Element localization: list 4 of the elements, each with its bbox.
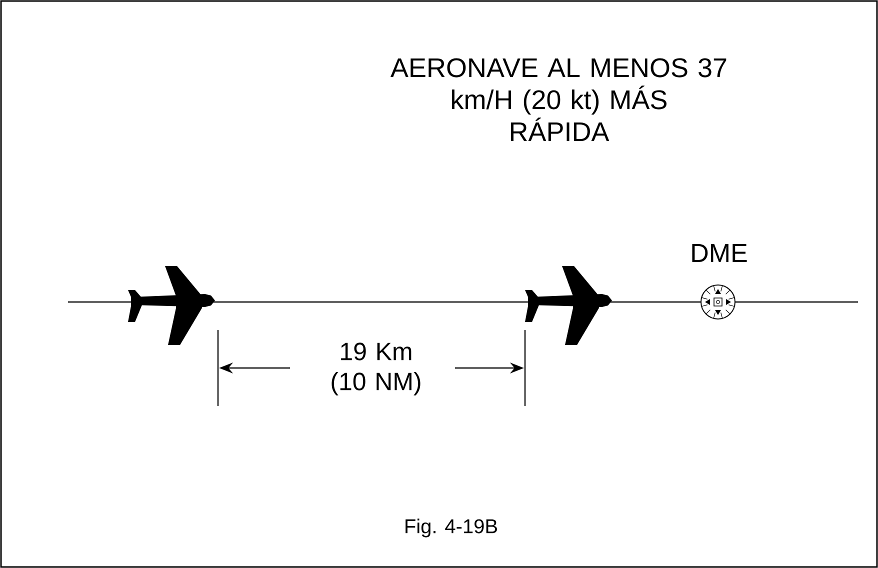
heading-text: AERONAVE AL MENOS 37 km/H (20 kt) MÁS RÁPIDA <box>390 58 726 142</box>
dimension-label: 19 Km (10 NM) <box>332 342 420 396</box>
dme-label: DME <box>692 244 747 262</box>
caption: Fig. 4-19B <box>406 518 497 538</box>
